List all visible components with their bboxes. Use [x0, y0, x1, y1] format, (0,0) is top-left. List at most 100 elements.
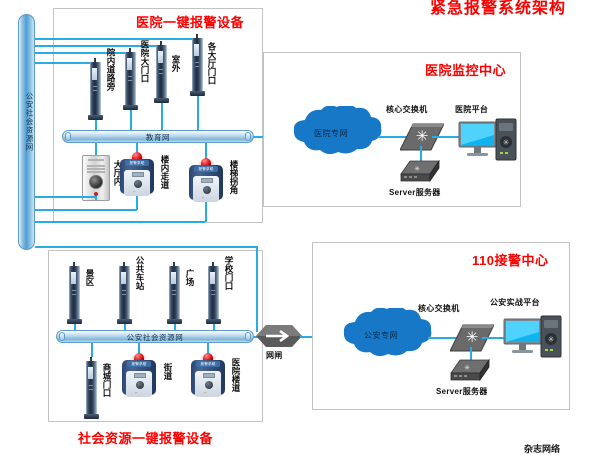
wire-hospital-switch-to-server: [420, 146, 422, 162]
social-device-mall-pillar[interactable]: [84, 357, 99, 419]
pillar-screen: [92, 68, 97, 80]
svg-text:✳: ✳: [464, 364, 470, 372]
switch-shape-icon: [449, 324, 495, 352]
alarm-shell: 报警求助 ⌐: [191, 360, 225, 397]
alarm-pillar-4[interactable]: [190, 34, 205, 96]
pillar-body: [119, 266, 130, 320]
wire-boxalarm2-return: [35, 221, 205, 223]
pillar-antenna-icon: [73, 262, 75, 267]
alarm-shell: 报警求助 ⌐: [189, 165, 223, 202]
wire-left-to-pillar-4: [35, 38, 197, 40]
pillar-base: [67, 319, 82, 324]
social-box-alarm-street[interactable]: 报警求助 ⌐: [122, 353, 156, 397]
alarm-beacon-icon: [134, 353, 144, 362]
wire-social-bar-to-mall: [91, 343, 93, 357]
social-pillar-label-2: 公共车站: [135, 256, 145, 290]
alarm-pillar-1[interactable]: [88, 58, 103, 120]
page-title: 紧急报警系统架构: [429, 0, 566, 17]
pillar-stripe: [93, 86, 97, 87]
pillar-antenna-icon: [196, 34, 198, 39]
social-alarm-pillar-1[interactable]: [67, 262, 82, 324]
alarm-press-button[interactable]: [136, 381, 144, 389]
alarm-mark: ⌐: [133, 189, 136, 194]
pillar-base: [167, 319, 182, 324]
alarm-pillar-2[interactable]: [123, 48, 138, 110]
intercom-alarm-button[interactable]: [94, 192, 98, 196]
wire-left-to-pillar-2: [35, 52, 130, 54]
alarm-face: ⌐: [193, 176, 219, 202]
police-platform-label: 公安实战平台: [490, 298, 540, 307]
server-shape-icon: ✳: [450, 358, 490, 382]
pillar-label-4: 各大厅门口: [207, 42, 217, 85]
pillar-base: [117, 319, 132, 324]
computer-shape-icon: ✳: [503, 315, 562, 358]
alarm-beacon-icon: [132, 152, 142, 161]
wire-bar-to-boxalarm-2: [205, 143, 207, 159]
alarm-pillar-3[interactable]: [154, 41, 169, 103]
pillar-stripe: [195, 66, 199, 67]
pillar-stripe: [159, 69, 163, 70]
pillar-stripe: [195, 62, 199, 63]
wire-police-switch-to-server: [470, 347, 472, 361]
svg-text:✳: ✳: [414, 165, 420, 173]
left-resource-network-bar: [18, 14, 35, 250]
pillar-screen: [71, 272, 76, 284]
alarm-beacon-icon: [201, 158, 211, 167]
police-core-switch[interactable]: ✳: [449, 323, 495, 353]
social-alarm-pillar-3[interactable]: [167, 262, 182, 324]
social-box-alarm-hospital-corridor[interactable]: 报警求助 ⌐: [191, 353, 225, 397]
box-alarm-stair-corner[interactable]: 报警求助 ⌐: [189, 158, 223, 202]
hospital-core-switch[interactable]: ✳: [399, 122, 445, 152]
police-center-title: 110接警中心: [472, 253, 549, 268]
police-platform-computer[interactable]: ✳: [503, 315, 563, 361]
alarm-press-button[interactable]: [205, 381, 213, 389]
social-device-label-street: 街道: [163, 363, 173, 380]
wire-social-pillar3-drop: [174, 324, 176, 332]
pillar-stripe: [89, 385, 93, 386]
alarm-lcd: [203, 373, 215, 378]
pillar-base: [190, 91, 205, 96]
hospital-server[interactable]: ✳: [400, 159, 440, 186]
bar-cap-left: [65, 132, 71, 141]
cloud-shape-icon: [293, 106, 382, 155]
pillar-antenna-icon: [160, 41, 162, 46]
alarm-press-button[interactable]: [203, 186, 211, 194]
pillar-label-3: 室外: [171, 55, 181, 72]
svg-text:✳: ✳: [548, 335, 555, 344]
network-gate[interactable]: [256, 323, 302, 349]
bar-cap-right: [245, 332, 251, 341]
box-alarm-corridor[interactable]: 报警求助 ⌐: [120, 152, 154, 196]
hospital-platform-computer[interactable]: ✳: [458, 118, 518, 164]
police-cloud-label: 公安专网: [364, 331, 398, 340]
wire-bar-to-boxalarm-1: [136, 143, 138, 155]
intercom-speaker-icon: [89, 175, 103, 189]
wall-intercom-device[interactable]: [82, 155, 110, 201]
server-shape-icon: ✳: [400, 159, 440, 183]
hospital-platform-label: 医院平台: [455, 105, 489, 114]
pillar-body: [169, 266, 180, 320]
switch-asterisk-icon: ✳: [415, 128, 429, 145]
social-alarm-pillar-4[interactable]: [206, 262, 221, 324]
pillar-screen: [127, 58, 132, 70]
wire-social-to-gate: [256, 246, 258, 332]
hospital-center-title: 医院监控中心: [425, 63, 507, 78]
wire-hospital-switch-to-platform: [432, 136, 466, 138]
watermark-text: 杂志网络: [524, 444, 561, 454]
alarm-press-button[interactable]: [134, 180, 142, 188]
alarm-lcd: [134, 373, 146, 378]
alarm-mark: ⌐: [135, 390, 138, 395]
network-gate-label: 网闸: [266, 351, 283, 360]
pillar-antenna-icon: [173, 262, 175, 267]
education-network-bar: 教育网: [62, 130, 254, 143]
alarm-shell: 报警求助 ⌐: [122, 360, 156, 397]
alarm-face: ⌐: [195, 371, 221, 397]
pillar-stripe: [72, 294, 76, 295]
police-server[interactable]: ✳: [450, 358, 490, 385]
social-alarm-pillar-2[interactable]: [117, 262, 132, 324]
pillar-stripe: [72, 290, 76, 291]
social-pillar-label-3: 广场: [185, 269, 195, 286]
pillar-antenna-icon: [212, 262, 214, 267]
pillar-body: [90, 62, 101, 116]
pillar-body: [69, 266, 80, 320]
